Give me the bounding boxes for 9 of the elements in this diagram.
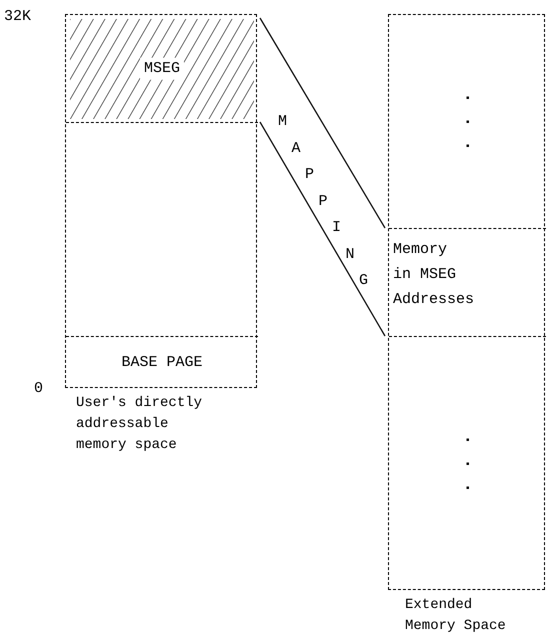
region-label: MSEG — [140, 57, 184, 80]
column-label: User's directly addressable memory space — [76, 394, 204, 455]
mapping-label: MAPPING — [278, 113, 370, 291]
address-label: 0 — [34, 379, 44, 399]
column-label: Extended Memory Space — [405, 596, 507, 636]
mapping-line — [259, 18, 386, 228]
address-label: 32K — [4, 7, 32, 27]
region-label: Memory in MSEG Addresses — [393, 240, 473, 310]
mapping-line — [259, 122, 386, 336]
